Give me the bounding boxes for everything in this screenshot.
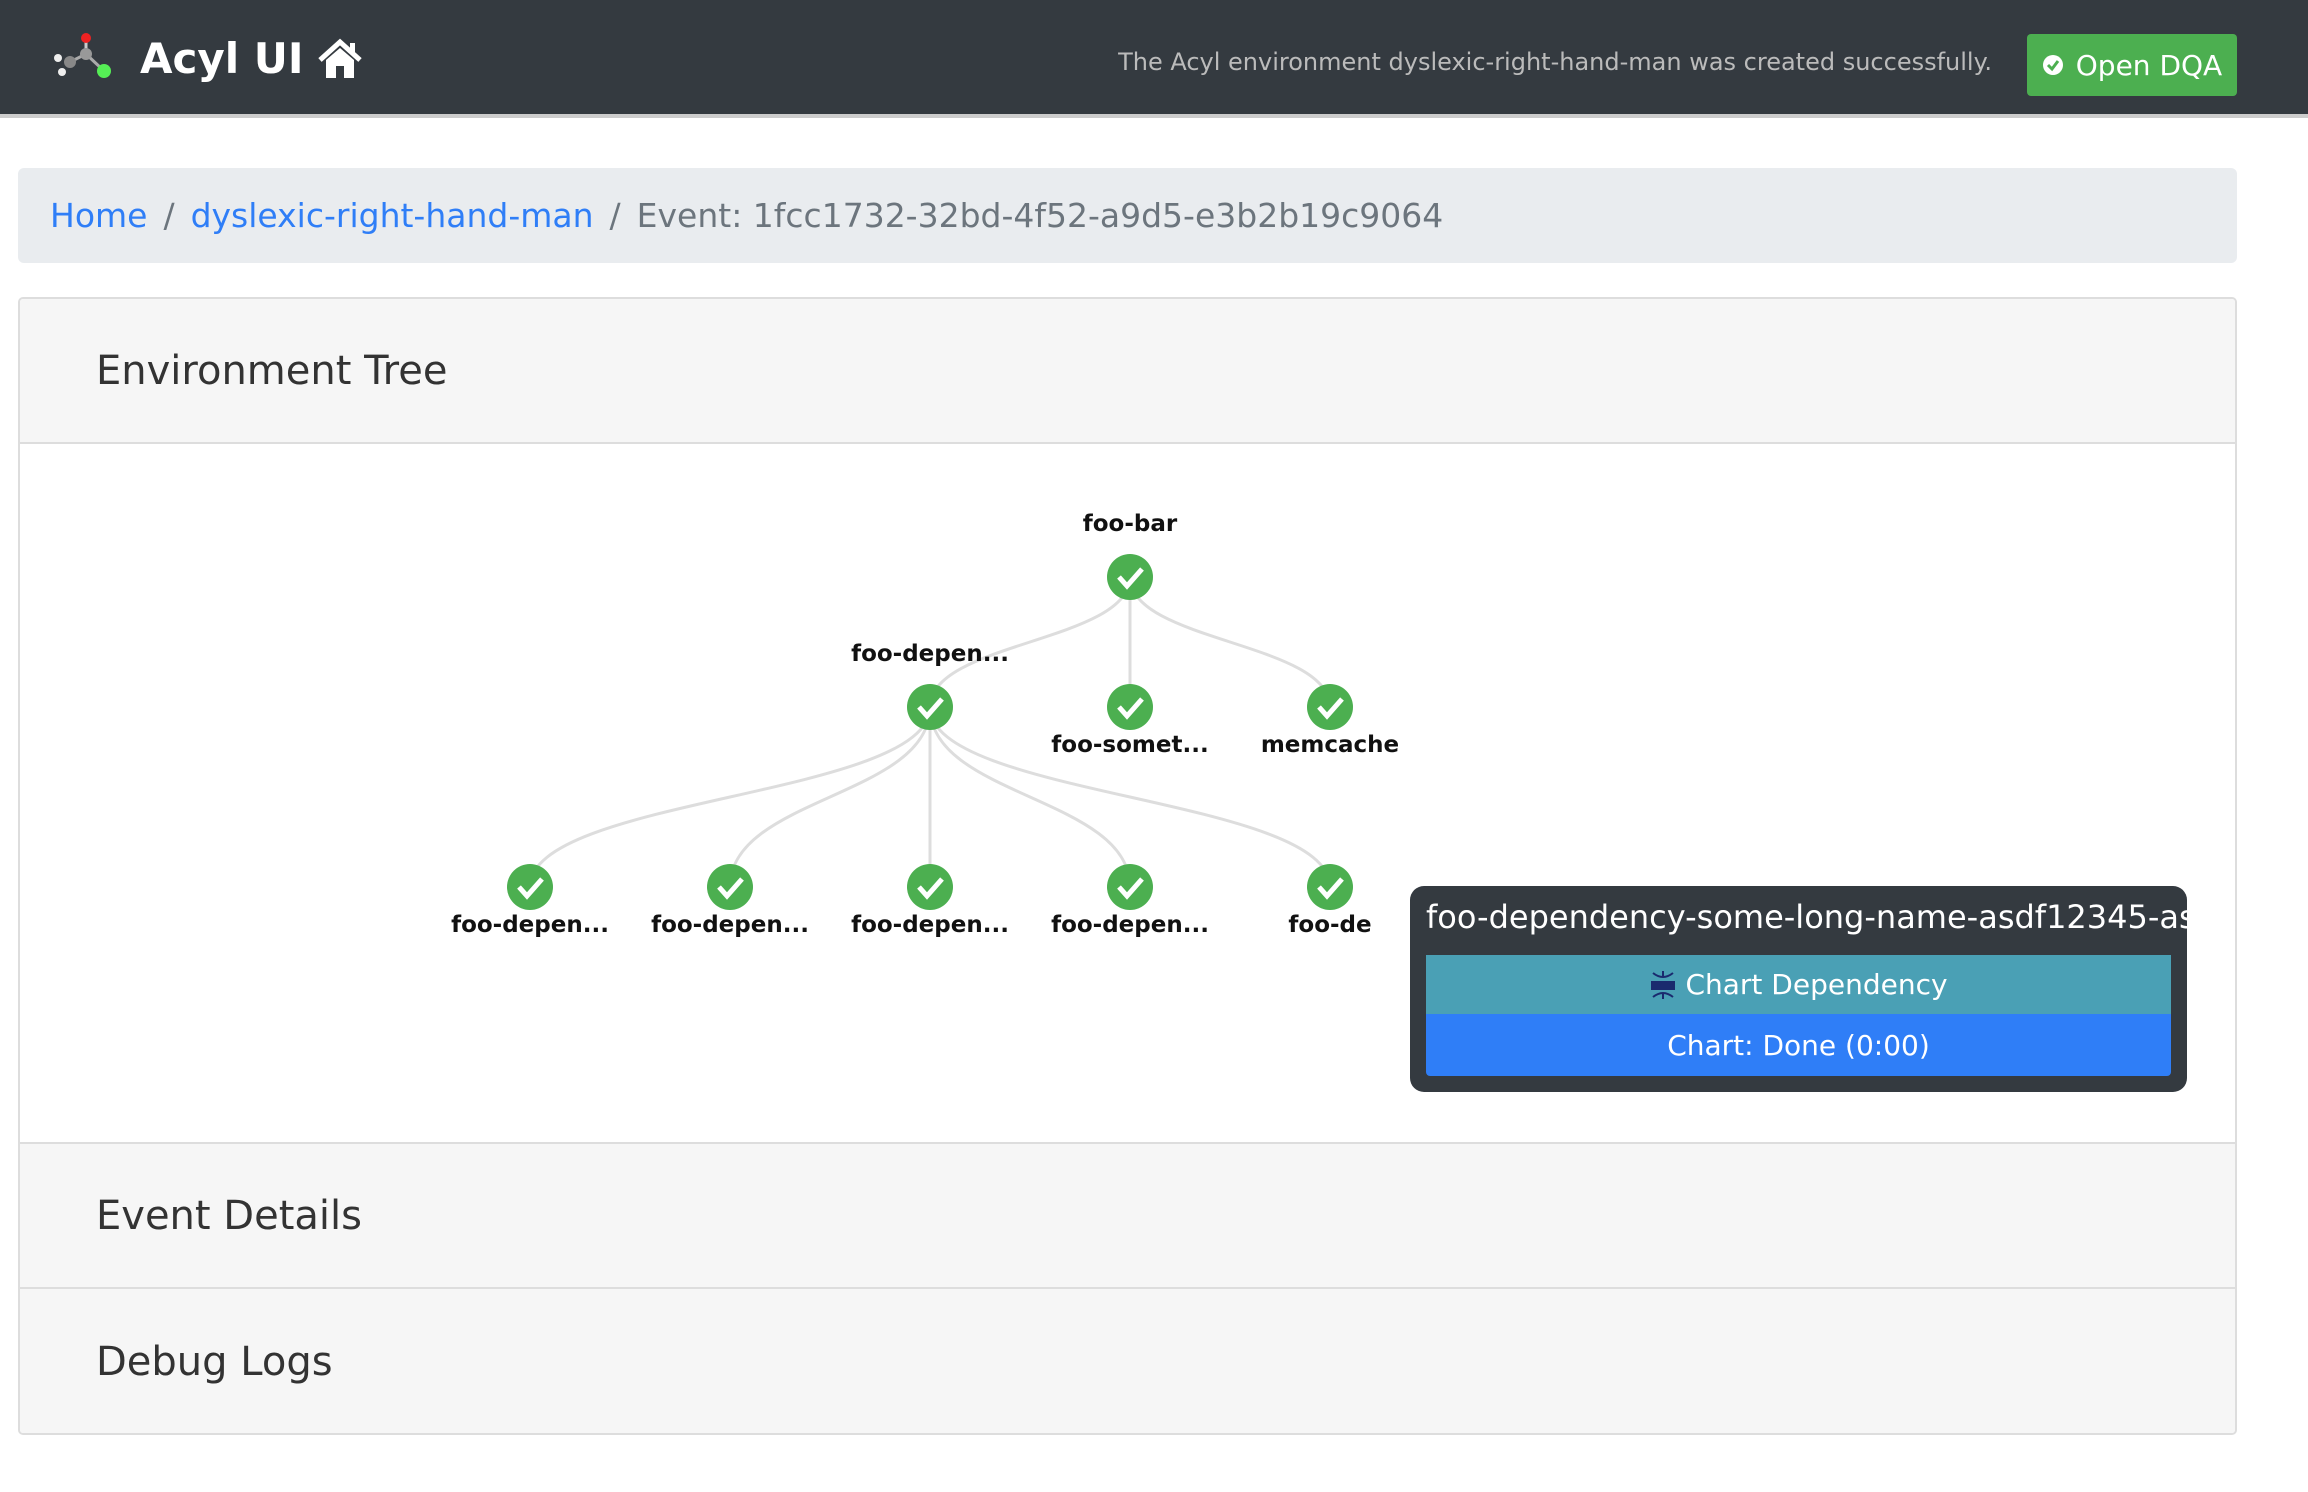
check-icon [517,877,544,900]
open-dqa-label: Open DQA [2075,48,2223,82]
tree-node[interactable]: foo-depen... [1051,864,1209,938]
debug-logs-header[interactable]: Debug Logs [20,1289,2235,1433]
status-check-icon [707,864,753,910]
tree-graph: foo-bar foo-depen... foo-somet... memcache f… [451,511,1399,938]
status-check-icon [1107,554,1153,600]
event-details-header[interactable]: Event Details [20,1144,2235,1289]
node-label: foo-depen... [1051,912,1209,938]
check-icon [917,877,944,900]
open-dqa-button[interactable]: Open DQA [2027,34,2237,96]
breadcrumb-event: Event: 1fcc1732-32bd-4f52-a9d5-e3b2b19c9… [636,196,1444,235]
tree-node[interactable]: foo-bar [1083,511,1178,600]
node-label: foo-bar [1083,511,1178,537]
breadcrumb-separator: / [609,196,621,235]
check-circle-icon [2042,55,2063,75]
check-icon [1317,697,1344,720]
status-message: The Acyl environment dyslexic-right-hand… [1118,48,1992,76]
tree-node[interactable]: foo-depen... [851,864,1009,938]
tree-node[interactable]: memcache [1261,684,1399,758]
tree-node[interactable]: foo-depen... [451,864,609,938]
tree-edge [528,706,932,888]
check-icon [717,877,744,900]
node-label: foo-depen... [451,912,609,938]
tree-node[interactable]: foo-depen... [851,641,1009,730]
environment-tree-header[interactable]: Environment Tree [20,299,2235,444]
check-icon [1117,567,1144,590]
tooltip-type: Chart Dependency [1426,955,2171,1014]
status-check-icon [1307,864,1353,910]
tree-edge [928,706,1132,888]
breadcrumb-home[interactable]: Home [50,196,148,235]
status-check-icon [1107,684,1153,730]
breadcrumb-separator: / [163,196,175,235]
status-check-icon [1307,684,1353,730]
check-icon [917,697,944,720]
node-label: foo-depen... [851,641,1009,667]
node-label: foo-depen... [851,912,1009,938]
node-label: foo-somet... [1051,732,1208,758]
tree-edge [928,706,1332,888]
tooltip-type-label: Chart Dependency [1685,968,1948,1001]
status-check-icon [907,864,953,910]
status-check-icon [1107,864,1153,910]
tree-edge [928,576,1132,708]
tree-node[interactable]: foo-somet... [1051,684,1209,758]
node-label: foo-de [1288,912,1371,938]
tooltip-title: foo-dependency-some-long-name-asdf12345-… [1426,898,2228,936]
acyl-logo[interactable] [50,32,120,88]
check-icon [1117,697,1144,720]
node-label: foo-depen... [651,912,809,938]
status-check-icon [907,684,953,730]
tree-edge [728,706,932,888]
brand-title[interactable]: Acyl UI [140,34,304,83]
tree-node[interactable]: foo-depen... [651,864,809,938]
status-check-icon [507,864,553,910]
check-icon [1317,877,1344,900]
node-label: memcache [1261,732,1399,758]
tree-node[interactable]: foo-de [1288,864,1372,938]
navbar: Acyl UI The Acyl environment dyslexic-ri… [0,0,2308,118]
tooltip-status: Chart: Done (0:00) [1426,1014,2171,1076]
helm-icon [1651,970,1676,999]
breadcrumb-environment[interactable]: dyslexic-right-hand-man [190,196,594,235]
check-icon [1117,877,1144,900]
tree-edge [1128,576,1332,708]
breadcrumb: Home / dyslexic-right-hand-man / Event: … [18,168,2237,263]
home-icon[interactable] [316,38,364,80]
node-tooltip: foo-dependency-some-long-name-asdf12345-… [1410,886,2227,1092]
